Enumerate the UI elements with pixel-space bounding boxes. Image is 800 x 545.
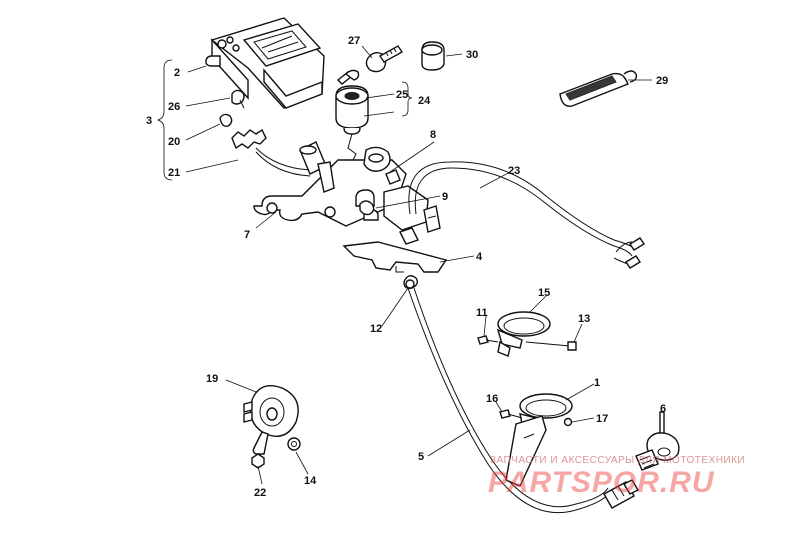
callout-26: 26 xyxy=(168,101,180,113)
part-8-connector xyxy=(385,169,401,185)
callout-21: 21 xyxy=(168,167,180,179)
part-27-bolt xyxy=(365,45,404,73)
callout-20: 20 xyxy=(168,136,180,148)
callout-labels: 2 3 26 20 21 7 27 30 25 24 29 8 9 23 4 1… xyxy=(146,35,668,499)
part-9-connector xyxy=(359,200,375,216)
part-14-bolt xyxy=(287,437,301,451)
part-29-key-fob xyxy=(559,70,638,107)
callout-5: 5 xyxy=(418,451,424,463)
callout-12: 12 xyxy=(370,323,382,335)
callout-9: 9 xyxy=(442,191,448,203)
part-19-horn xyxy=(243,385,299,455)
part-11-bolt xyxy=(477,335,499,345)
callout-29: 29 xyxy=(656,75,668,87)
part-2-instrument-cluster xyxy=(205,17,325,109)
part-4-plate xyxy=(342,241,448,273)
part-15-clamp xyxy=(496,311,551,357)
part-26-bulb-holder xyxy=(231,89,245,109)
callout-4: 4 xyxy=(476,251,483,263)
callout-16: 16 xyxy=(486,393,498,405)
callout-19: 19 xyxy=(206,373,218,385)
callout-8: 8 xyxy=(430,129,436,141)
callout-1: 1 xyxy=(594,377,600,389)
callout-23: 23 xyxy=(508,165,520,177)
part-24-ignition-switch xyxy=(335,69,369,163)
part-6-speed-sender xyxy=(635,411,680,471)
part-22-nut xyxy=(251,453,265,469)
watermark-tagline: ЗАПЧАСТИ И АКСЕССУАРЫ ДЛЯ МОТОТЕХНИКИ xyxy=(490,455,745,466)
callout-15: 15 xyxy=(538,287,550,299)
callout-3: 3 xyxy=(146,115,152,127)
callout-24: 24 xyxy=(418,95,431,107)
callout-2: 2 xyxy=(174,67,180,79)
part-20-bulb xyxy=(219,113,233,128)
part-1-clamp xyxy=(505,393,573,487)
part-12-grommet xyxy=(405,279,415,289)
callout-7: 7 xyxy=(244,229,250,241)
part-16-bolt xyxy=(499,409,523,419)
callout-14: 14 xyxy=(304,475,317,487)
part-30-cap xyxy=(421,41,445,71)
callout-30: 30 xyxy=(466,49,478,61)
part-21-wiring-harness xyxy=(231,128,311,177)
watermark: ЗАПЧАСТИ И АКСЕССУАРЫ ДЛЯ МОТОТЕХНИКИ PA… xyxy=(488,455,745,499)
callout-13: 13 xyxy=(578,313,590,325)
callout-22: 22 xyxy=(254,487,266,499)
callout-11: 11 xyxy=(476,307,488,319)
leader-lines xyxy=(156,45,665,485)
callout-25: 25 xyxy=(396,89,408,101)
callout-6: 6 xyxy=(660,403,666,415)
watermark-brand: PARTSPOR.RU xyxy=(488,466,715,499)
part-23-cable xyxy=(408,161,645,269)
callout-27: 27 xyxy=(348,35,360,47)
part-13-bolt xyxy=(525,341,577,351)
callout-17: 17 xyxy=(596,413,608,425)
part-17-nut xyxy=(563,417,573,427)
